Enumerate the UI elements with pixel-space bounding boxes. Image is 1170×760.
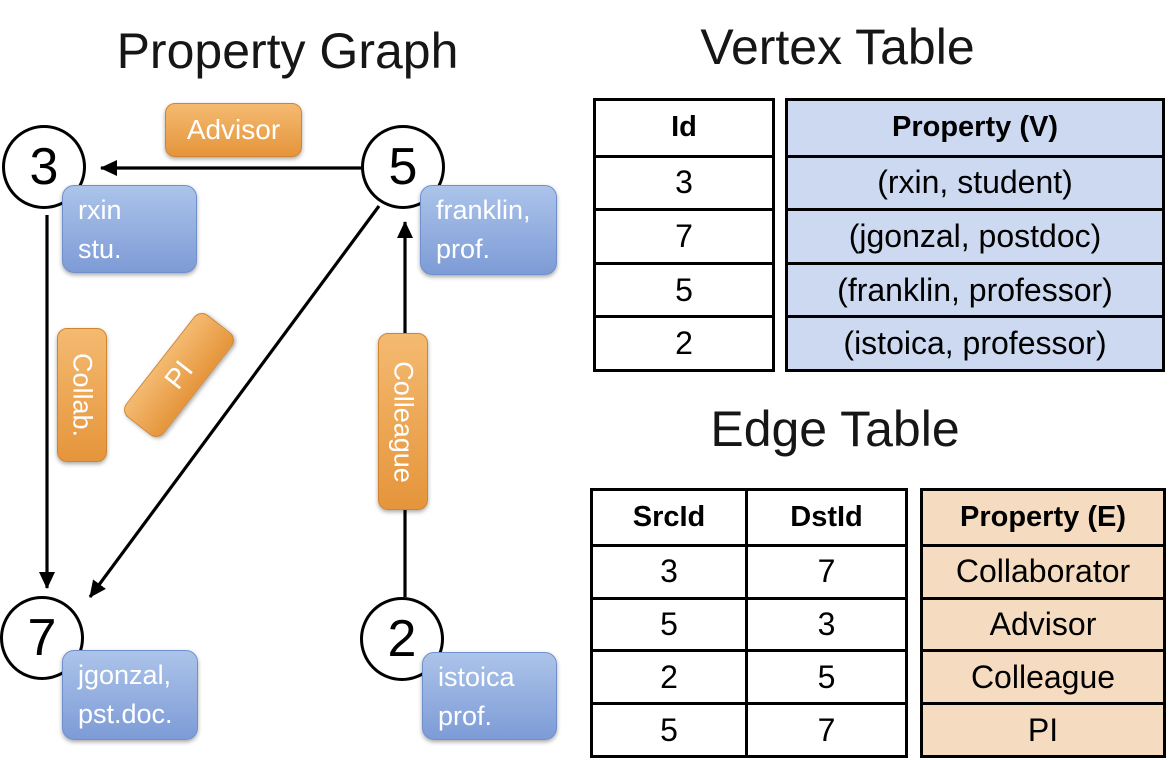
graph-node-5: 5 <box>361 125 445 209</box>
table-cell: 5 <box>596 261 772 316</box>
edge-table-header-srcid: SrcId <box>632 500 706 533</box>
vertex-prop-line: jgonzal, <box>78 660 172 690</box>
graph-node-2: 2 <box>360 597 444 681</box>
vertex-prop-box-3: rxin stu. <box>62 185 197 273</box>
table-cell: (rxin, student) <box>788 154 1162 209</box>
vertex-table-header-id: Id <box>671 111 697 144</box>
node-id-label: 7 <box>27 609 57 667</box>
edge-label-advisor: Advisor <box>165 103 302 157</box>
edge-table-header-dstid: DstId <box>745 491 905 544</box>
vertex-prop-line: prof. <box>438 701 493 731</box>
edge-label-collab: Collab. <box>57 328 107 462</box>
table-cell: Colleague <box>923 649 1163 702</box>
table-cell: 3 <box>593 543 745 597</box>
edge-label-text: Advisor <box>186 114 281 145</box>
table-cell: Collaborator <box>923 543 1163 597</box>
edge-label-colleague: Colleague <box>378 333 428 510</box>
table-cell: 3 <box>596 154 772 209</box>
table-cell: (istoica, professor) <box>788 315 1162 369</box>
table-cell: Advisor <box>923 596 1163 650</box>
vertex-prop-line: stu. <box>78 234 122 264</box>
table-cell: 2 <box>593 649 745 702</box>
edge-label-text: Collab. <box>67 352 98 438</box>
table-cell: 7 <box>745 543 905 597</box>
vertex-prop-box-2: istoica prof. <box>422 652 557 740</box>
vertex-table-property-column: Property (V) (rxin, student) (jgonzal, p… <box>785 98 1165 372</box>
edge-table-property-column: Property (E) Collaborator Advisor Collea… <box>920 488 1166 758</box>
edge-label-text: Colleague <box>388 360 419 483</box>
vertex-prop-box-7: jgonzal, pst.doc. <box>62 650 198 740</box>
table-cell: 7 <box>745 702 905 755</box>
vertex-prop-line: pst.doc. <box>78 699 173 729</box>
table-cell: PI <box>923 702 1163 755</box>
vertex-table-title: Vertex Table <box>700 19 975 75</box>
property-graph-title: Property Graph <box>116 23 459 79</box>
vertex-table-header-property: Property (V) <box>892 111 1058 144</box>
vertex-prop-line: rxin <box>78 195 122 225</box>
vertex-prop-line: prof. <box>436 234 491 264</box>
node-id-label: 2 <box>387 610 417 668</box>
table-cell: 3 <box>745 596 905 650</box>
table-cell: 5 <box>593 702 745 755</box>
edge-table-header-property: Property (E) <box>960 500 1126 533</box>
vertex-prop-box-5: franklin, prof. <box>420 185 557 275</box>
edge-pi-5-to-7 <box>88 205 381 598</box>
table-cell: 2 <box>596 315 772 369</box>
vertex-prop-line: franklin, <box>436 195 531 225</box>
table-cell: (jgonzal, postdoc) <box>788 208 1162 262</box>
vertex-table-id-column: Id 3 7 5 2 <box>593 98 775 372</box>
table-cell: 5 <box>745 649 905 703</box>
node-id-label: 3 <box>29 138 59 196</box>
table-cell: 5 <box>593 596 745 650</box>
table-cell: 7 <box>596 208 772 262</box>
vertex-prop-line: istoica <box>438 662 515 692</box>
edge-table-title: Edge Table <box>710 401 960 457</box>
table-cell: (franklin, professor) <box>788 261 1162 316</box>
node-id-label: 5 <box>388 138 418 196</box>
edge-table-ids-columns: SrcId DstId 3 7 5 3 2 5 5 7 <box>590 488 908 758</box>
edge-label-text: PI <box>158 354 199 395</box>
